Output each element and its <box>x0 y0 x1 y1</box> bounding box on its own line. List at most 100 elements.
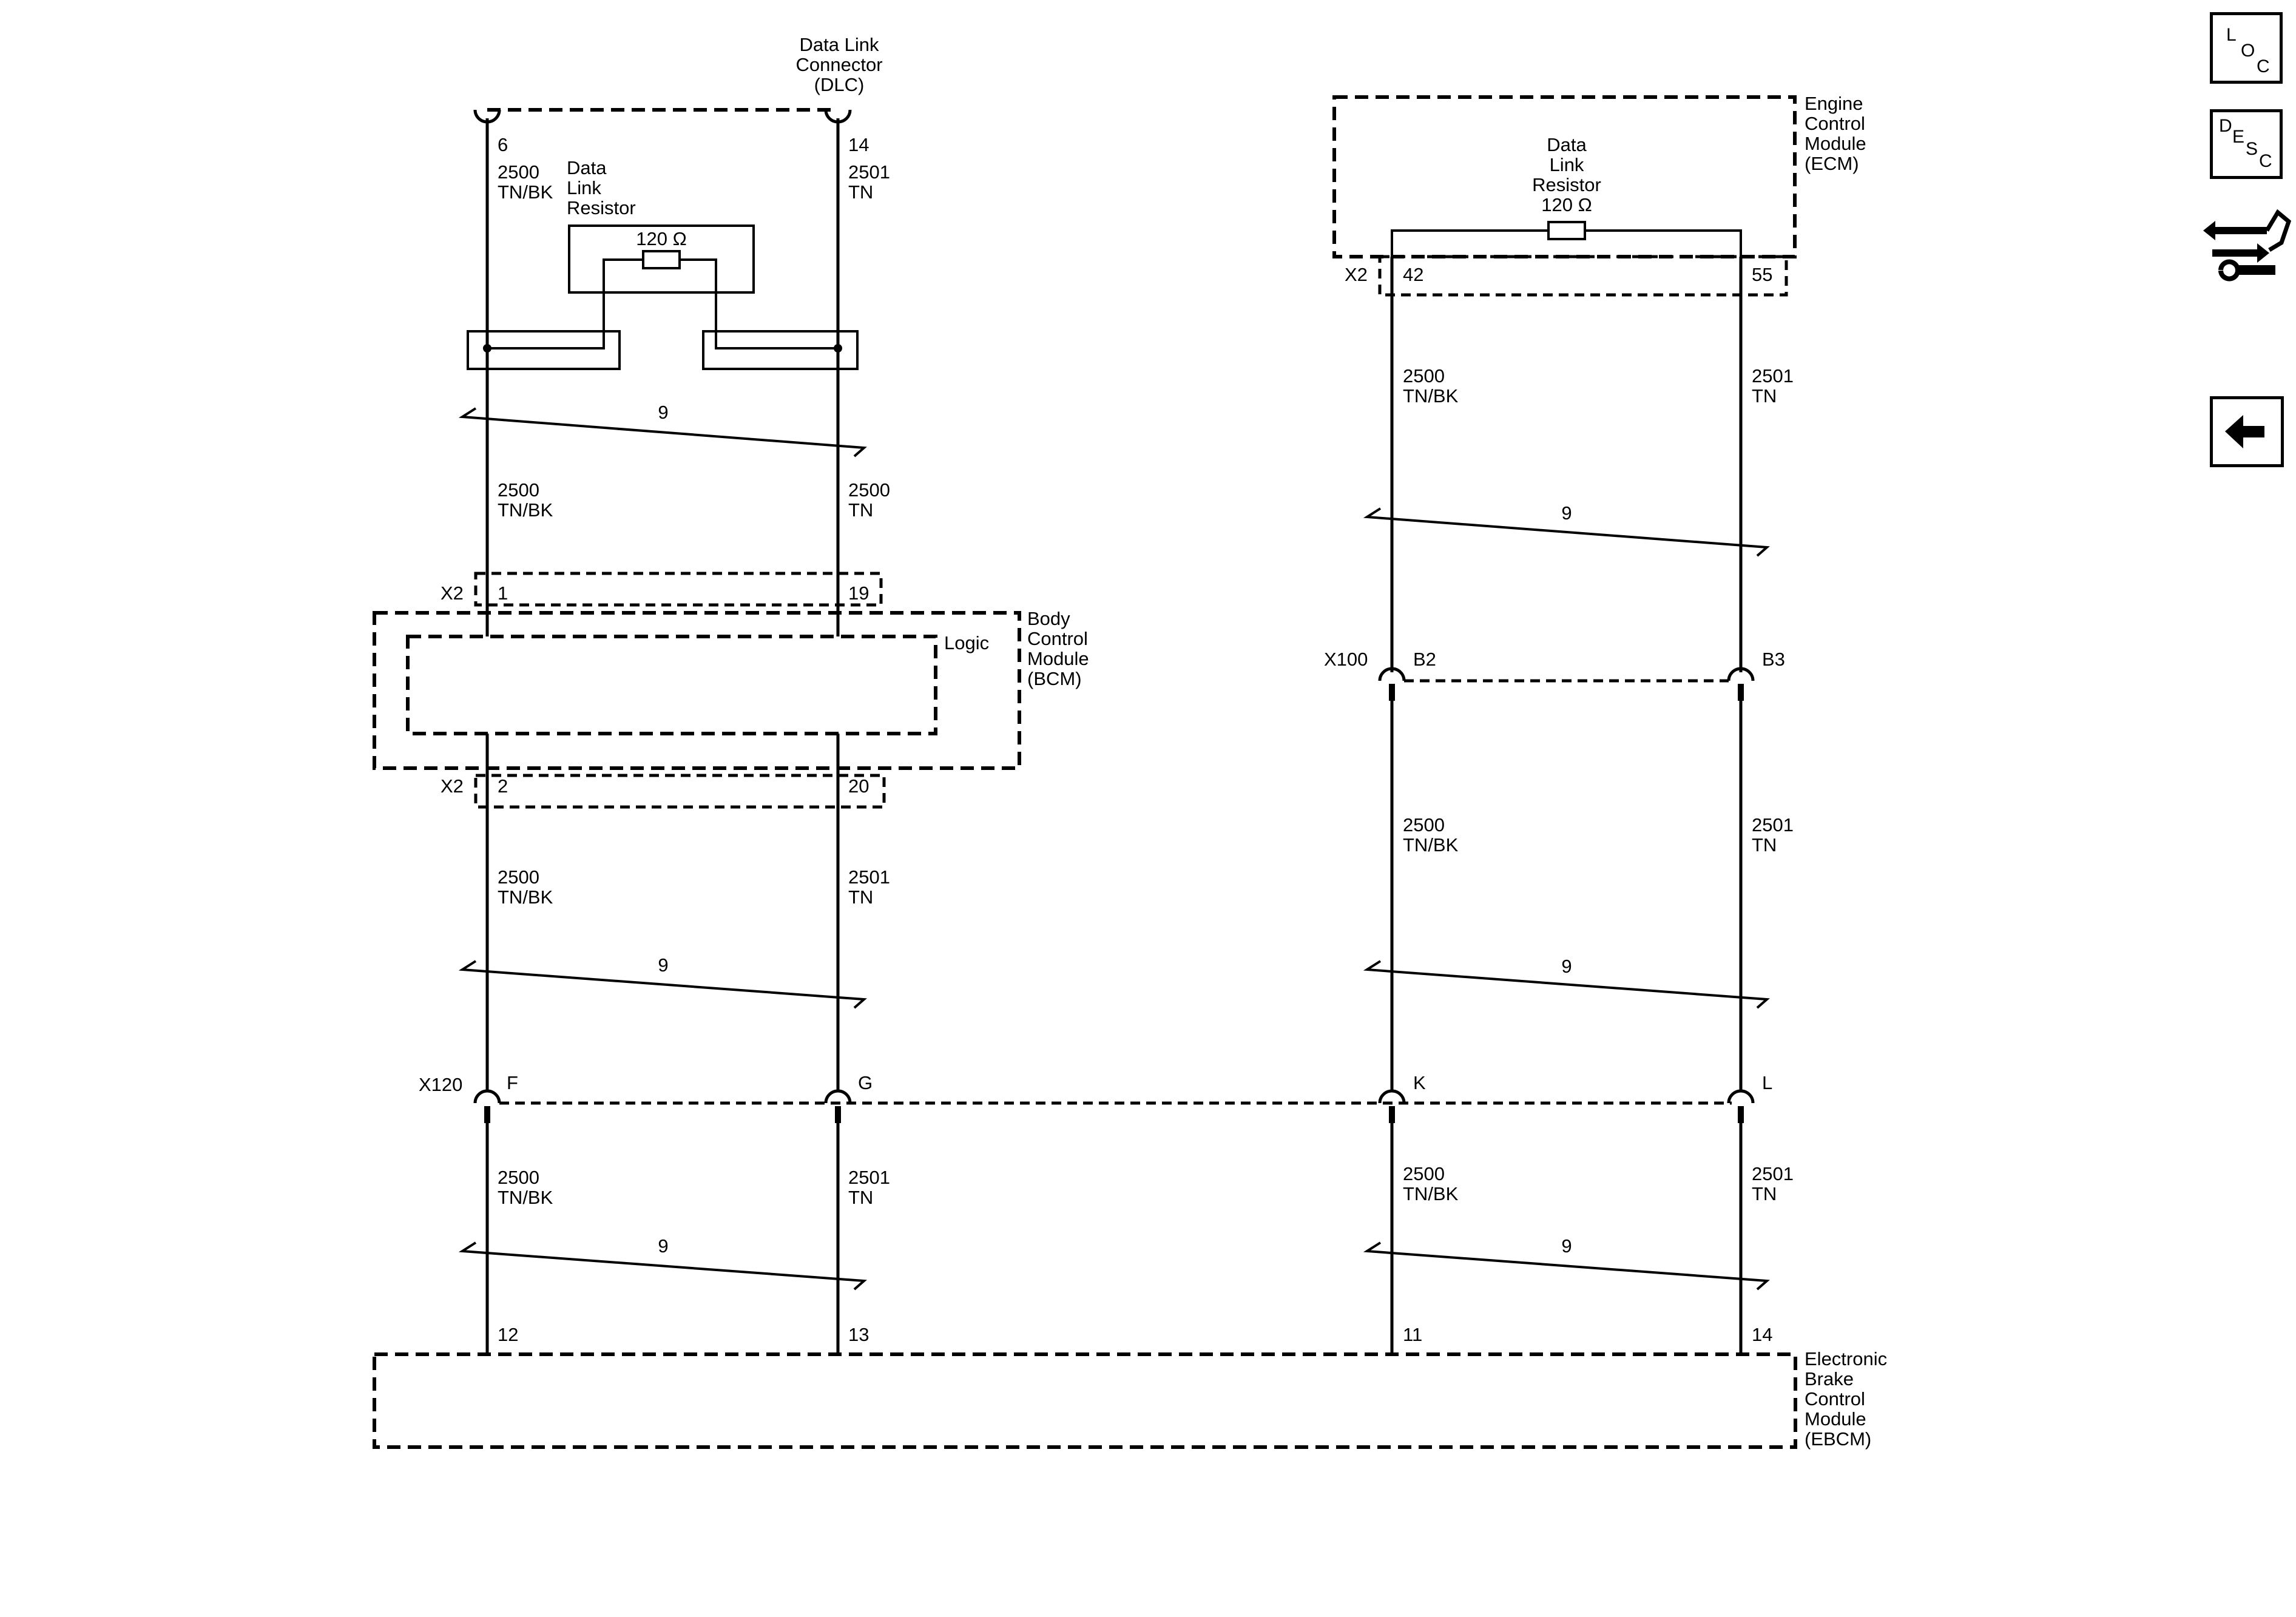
left-mid-wire-right-circuit: 2500 <box>848 479 890 501</box>
ecm-title-line-1: Engine <box>1805 93 1863 114</box>
bcm-x2-top-connector <box>474 572 883 607</box>
x100-inline-connector: X100 B2 B3 <box>1324 649 1785 701</box>
x100-name: X100 <box>1324 649 1368 670</box>
x120-inline-connector: X120 F G K L <box>419 1072 1772 1123</box>
ebcm-pin-13: 13 <box>848 1324 869 1345</box>
x100-wire-left-circuit: 2500 <box>1403 814 1445 836</box>
x120-pin-f-body <box>484 1106 490 1123</box>
dlc-resistor-lead-left <box>487 258 643 349</box>
dlc-splice-right <box>702 330 859 370</box>
description-button[interactable]: D E S C <box>2210 109 2283 179</box>
x100-wire-left-color: TN/BK <box>1403 834 1459 856</box>
twisted-pair-marker: 9 <box>1363 956 1770 1009</box>
dlc-wire-right-color: TN <box>848 181 873 203</box>
x120-right-wire-left-circuit: 2500 <box>1403 1163 1445 1184</box>
x120-terminal-k <box>1378 1089 1406 1104</box>
x120-terminal-f <box>473 1089 501 1104</box>
dlc-pin-left: 6 <box>498 134 508 155</box>
dlc-wire-left-color: TN/BK <box>498 181 553 203</box>
x120-pin-g-body <box>835 1106 841 1123</box>
bcm-out-wire-right-color: TN <box>848 886 873 908</box>
x120-pin-k-body <box>1389 1106 1395 1123</box>
x120-right-wire-left-color: TN/BK <box>1403 1183 1459 1204</box>
twisted-pair-marker: 9 <box>458 1235 867 1291</box>
twist-count-label: 9 <box>658 1235 668 1257</box>
location-button[interactable]: L O C <box>2210 12 2283 84</box>
ecm-pin-left: 42 <box>1403 264 1423 285</box>
dlc-resistor-value: 120 Ω <box>636 228 687 249</box>
bcm-top-pin-right: 19 <box>848 582 869 604</box>
bcm-bottom-pin-right: 20 <box>848 775 869 797</box>
x120-left-wire-right-circuit: 2501 <box>848 1167 890 1188</box>
x100-pin-left: B2 <box>1413 649 1436 670</box>
ecm-outline <box>1332 95 1797 258</box>
dlc-title-line-1: Data Link <box>800 34 879 55</box>
desc-letter-e: E <box>2232 127 2245 147</box>
dlc-data-link-resistor: Data Link Resistor 120 Ω <box>467 157 859 370</box>
body-control-module: X2 1 19 Logic Body Control Module (BCM) … <box>373 572 1089 809</box>
electronic-brake-control-module: 12 13 11 14 Electronic Brake Control Mod… <box>373 1324 1887 1450</box>
twist-count-label: 9 <box>658 954 668 976</box>
dlc-splice-left <box>467 330 621 370</box>
back-button[interactable] <box>2210 396 2284 467</box>
ecm-resistor-symbol <box>1547 221 1586 240</box>
dlc-resistor-title-line-1: Data <box>567 157 607 178</box>
dlc-pin-right: 14 <box>848 134 869 155</box>
x100-pin-b3-body <box>1738 684 1744 701</box>
ecm-x2-connector <box>1378 255 1788 297</box>
ecm-resistor-title-line-2: Link <box>1550 154 1584 175</box>
twisted-pair-marker: 9 <box>1363 502 1770 557</box>
ebcm-pin-14: 14 <box>1752 1324 1772 1345</box>
bcm-top-connector-name: X2 <box>441 582 464 604</box>
x120-right-wire-right-circuit: 2501 <box>1752 1163 1794 1184</box>
dlc-wire-right-circuit: 2501 <box>848 161 890 183</box>
ebcm-title-line-5: (EBCM) <box>1805 1428 1871 1450</box>
engine-control-module: Engine Control Module (ECM) Data Link Re… <box>1332 93 1866 297</box>
bcm-bottom-connector-name: X2 <box>441 775 464 797</box>
ecm-wire-right-circuit: 2501 <box>1752 365 1794 387</box>
x120-pin-l-body <box>1738 1106 1744 1123</box>
twisted-pair-marker: 9 <box>458 954 867 1009</box>
bcm-out-wire-right-circuit: 2501 <box>848 866 890 888</box>
twist-count-label: 9 <box>1561 956 1572 977</box>
desc-letter-d: D <box>2219 116 2232 136</box>
x100-terminal-b2 <box>1378 667 1406 681</box>
x120-left-wire-right-color: TN <box>848 1187 873 1208</box>
twist-count-label: 9 <box>1561 502 1572 524</box>
ecm-resistor-title-line-1: Data <box>1547 134 1587 155</box>
connector-repair-icon[interactable] <box>2203 209 2292 282</box>
x120-pin-f: F <box>507 1072 518 1093</box>
x120-pin-l: L <box>1762 1072 1772 1093</box>
ecm-resistor-title-line-3: Resistor <box>1532 174 1601 195</box>
dlc-wire-left-circuit: 2500 <box>498 161 539 183</box>
x100-terminal-b3 <box>1727 667 1755 681</box>
loc-letter-l: L <box>2226 25 2237 45</box>
ebcm-title-line-1: Electronic <box>1805 1348 1887 1369</box>
x120-right-wire-right-color: TN <box>1752 1183 1777 1204</box>
bcm-title-line-4: (BCM) <box>1027 668 1082 689</box>
ebcm-title-line-2: Brake <box>1805 1368 1854 1389</box>
dlc-title-line-3: (DLC) <box>814 74 865 95</box>
bcm-out-wire-left-color: TN/BK <box>498 886 553 908</box>
bcm-logic-label: Logic <box>944 632 989 653</box>
bcm-title-line-2: Control <box>1027 628 1088 649</box>
dlc-resistor-title-line-2: Link <box>567 177 601 198</box>
left-mid-wire-left-color: TN/BK <box>498 499 553 521</box>
dlc-resistor-box <box>568 224 755 294</box>
ecm-title-line-2: Control <box>1805 113 1865 134</box>
loc-letter-c: C <box>2257 56 2270 76</box>
desc-letter-c: C <box>2259 151 2272 171</box>
bcm-title-line-3: Module <box>1027 648 1089 669</box>
ebcm-pin-11: 11 <box>1403 1324 1422 1345</box>
ebcm-outline <box>373 1352 1797 1449</box>
x120-terminal-g <box>824 1089 852 1104</box>
data-link-connector: Data Link Connector (DLC) 6 14 2500 TN/B… <box>473 34 890 203</box>
x100-wire-right-color: TN <box>1752 834 1777 856</box>
ebcm-title-line-3: Control <box>1805 1388 1865 1409</box>
bcm-out-wire-left-circuit: 2500 <box>498 866 539 888</box>
left-mid-wire-right-color: TN <box>848 499 873 521</box>
x100-pin-right: B3 <box>1762 649 1785 670</box>
x100-wire-right-circuit: 2501 <box>1752 814 1794 836</box>
bcm-title-line-1: Body <box>1027 608 1070 629</box>
